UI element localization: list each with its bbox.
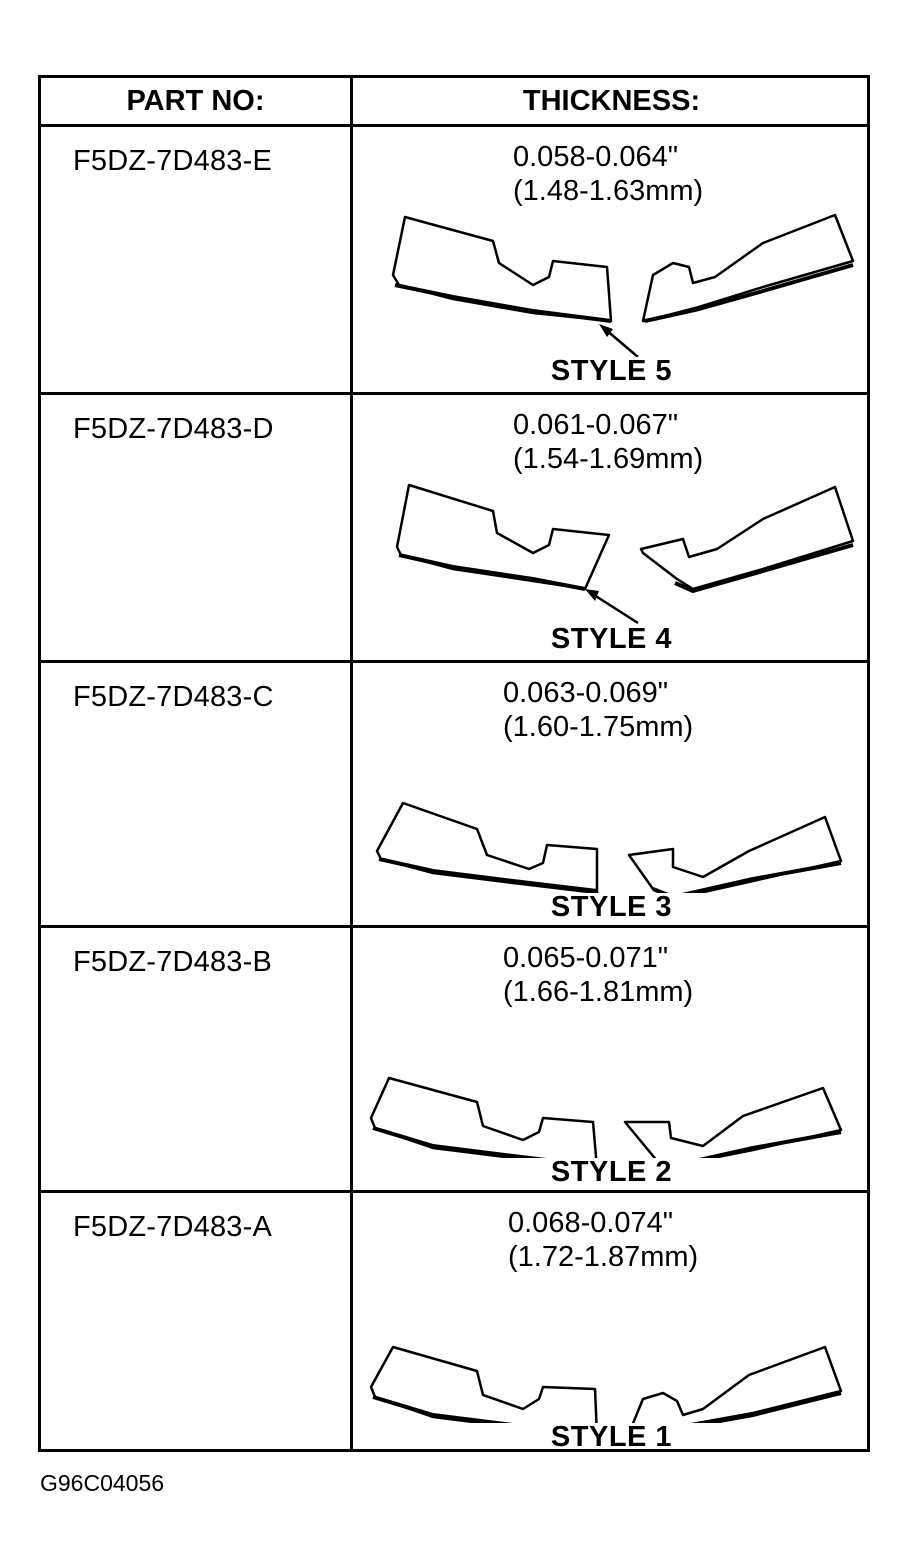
thickness-inches: 0.058-0.064" [513,141,679,173]
thickness-mm: (1.48-1.63mm) [513,175,704,207]
style-label: STYLE 2 [550,1156,673,1188]
table-row: F5DZ-7D483-D 0.061-0.067" (1.54-1.69mm) … [41,395,867,660]
header-part-no: PART NO: [126,84,265,117]
thickness-spec: 0.061-0.067" (1.54-1.69mm) [353,409,870,479]
shim-illustration [369,1076,843,1158]
row-divider [41,660,867,663]
shim-illustration [391,213,855,357]
thickness-spec: 0.058-0.064" (1.48-1.63mm) [353,141,870,211]
row-divider [41,925,867,928]
table-row: F5DZ-7D483-A 0.068-0.074" (1.72-1.87mm) … [41,1193,867,1458]
row-divider [41,392,867,395]
thickness-spec: 0.063-0.069" (1.60-1.75mm) [353,677,870,747]
style-label: STYLE 5 [550,355,673,387]
shim-illustration [369,1345,843,1423]
thickness-inches: 0.068-0.074" [508,1207,674,1239]
thickness-spec: 0.068-0.074" (1.72-1.87mm) [353,1207,870,1277]
thickness-inches: 0.063-0.069" [503,677,669,709]
part-number: F5DZ-7D483-D [73,413,274,445]
table-row: F5DZ-7D483-B 0.065-0.071" (1.66-1.81mm) … [41,928,867,1193]
thickness-mm: (1.60-1.75mm) [503,711,694,743]
part-number: F5DZ-7D483-C [73,681,274,713]
style-label: STYLE 4 [550,623,673,655]
part-number: F5DZ-7D483-B [73,946,273,978]
style-label: STYLE 3 [550,891,673,923]
header-divider [41,124,867,127]
row-divider [41,1190,867,1193]
thickness-inches: 0.065-0.071" [503,942,669,974]
shim-illustration [395,483,855,625]
style-label: STYLE 1 [550,1421,673,1453]
part-number: F5DZ-7D483-E [73,145,273,177]
figure-code: G96C04056 [40,1470,165,1496]
header-thickness: THICKNESS: [522,84,701,117]
thickness-inches: 0.061-0.067" [513,409,679,441]
thickness-spec: 0.065-0.071" (1.66-1.81mm) [353,942,870,1012]
thickness-mm: (1.66-1.81mm) [503,976,694,1008]
thickness-mm: (1.54-1.69mm) [513,443,704,475]
column-divider [350,78,353,1449]
table-row: F5DZ-7D483-C 0.063-0.069" (1.60-1.75mm) … [41,663,867,928]
shim-illustration [375,801,843,893]
table-row: F5DZ-7D483-E 0.058-0.064" (1.48-1.63mm) … [41,127,867,392]
part-number: F5DZ-7D483-A [73,1211,273,1243]
thickness-mm: (1.72-1.87mm) [508,1241,699,1273]
thickness-table: PART NO: THICKNESS: F5DZ-7D483-E 0.058-0… [38,75,870,1453]
